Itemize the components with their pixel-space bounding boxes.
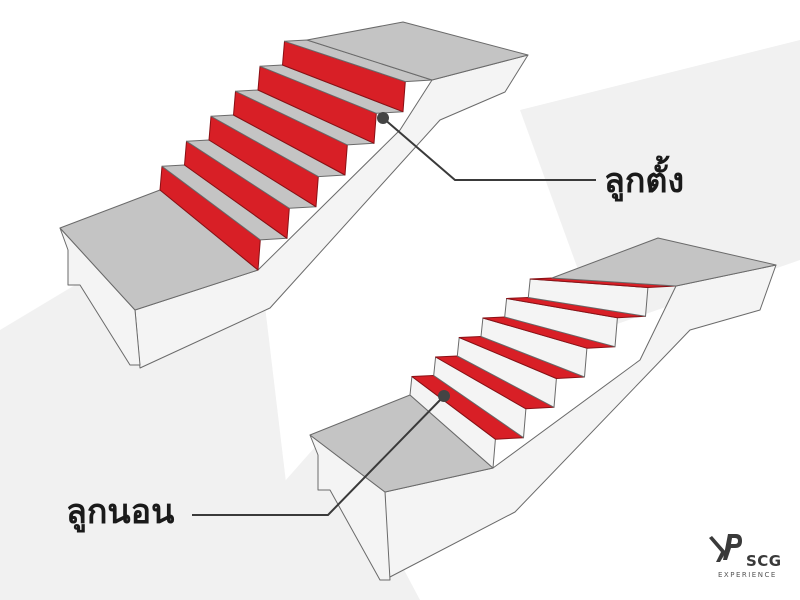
stair-upper-bottom-arm	[59, 227, 141, 366]
xp-logo-icon	[709, 534, 742, 562]
tread-callout-dot	[438, 390, 450, 402]
stair-upper-upper-landing	[306, 21, 529, 81]
stair-lower-upper-landing	[551, 237, 777, 287]
riser-callout-dot	[377, 112, 389, 124]
logo-subtitle: EXPERIENCE	[718, 571, 777, 579]
riser-label: ลูกตั้ง	[604, 161, 685, 201]
tread-label: ลูกนอน	[66, 492, 175, 532]
scg-experience-logo: SCG EXPERIENCE	[706, 530, 792, 586]
stair-lower-bottom-arm	[309, 434, 391, 581]
stair-upper-side-wall	[134, 54, 529, 369]
riser-leader-line	[382, 117, 596, 181]
logo-brand: SCG	[746, 552, 782, 570]
tread-leader-line	[192, 395, 445, 516]
stair-lower-side-wall	[384, 264, 777, 579]
